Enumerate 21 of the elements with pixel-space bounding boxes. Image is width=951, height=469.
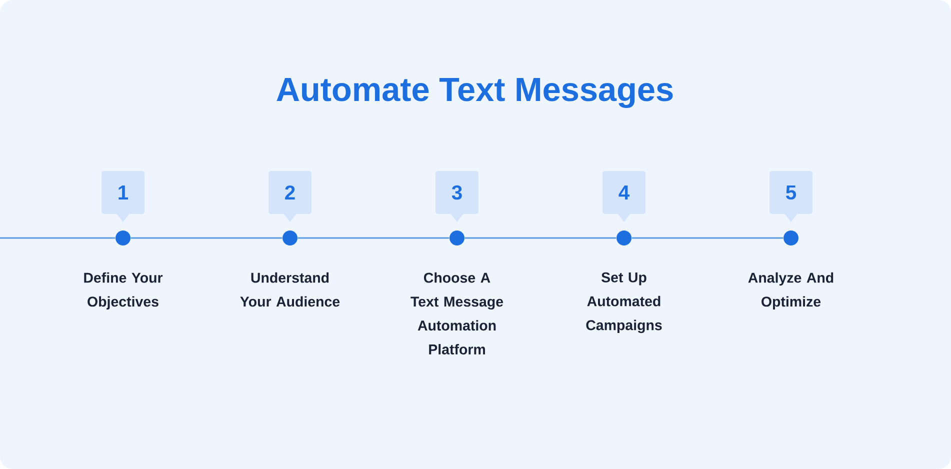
timeline-dot (450, 230, 464, 246)
step-label: Understand Your Audience (240, 272, 340, 307)
timeline-dot (282, 230, 298, 246)
timeline-dot (784, 230, 798, 246)
step-label: Choose A Text Message Automation Platform (410, 272, 504, 354)
step-label: Analyze And Optimize (748, 272, 834, 310)
number-badge: 4 (602, 171, 646, 222)
timeline-line (130, 237, 282, 239)
timeline-line (298, 237, 450, 239)
number-badge: 1 (102, 171, 144, 222)
timeline-dot (616, 230, 632, 246)
timeline-line (0, 237, 116, 239)
number-badge: 3 (436, 171, 478, 222)
number-badge: 2 (268, 171, 312, 222)
timeline-dot (116, 230, 130, 246)
step-label: Set Up Automated Campaigns (586, 272, 662, 334)
timeline-line (464, 237, 616, 239)
number-badge: 5 (770, 171, 812, 222)
step-label: Define Your Objectives (84, 272, 163, 310)
title: Automate Text Messages (276, 78, 673, 108)
timeline-line (632, 237, 784, 239)
